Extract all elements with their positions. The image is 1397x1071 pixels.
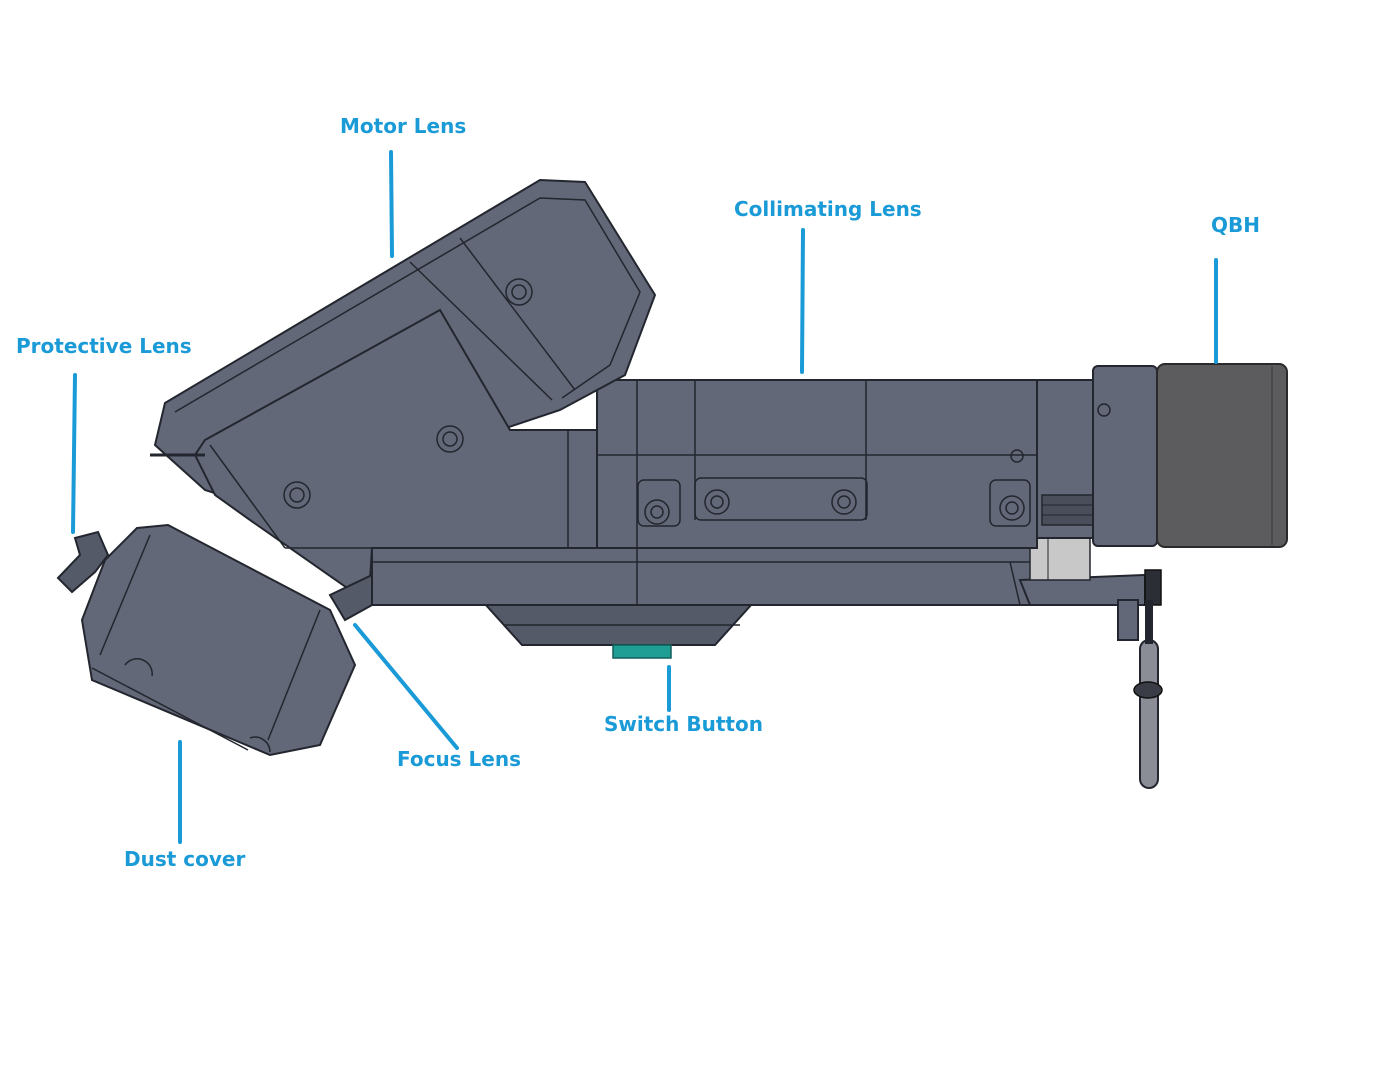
dust-cover-label: Dust cover xyxy=(124,847,246,871)
connector xyxy=(1029,537,1091,581)
protective-lens-knob xyxy=(56,530,110,594)
collimating-lens-label: Collimating Lens xyxy=(734,197,922,221)
protective-lens-label: Protective Lens xyxy=(16,334,192,358)
qbh-label: QBH xyxy=(1211,213,1260,237)
mid-body xyxy=(193,308,598,592)
focus-lens-label: Focus Lens xyxy=(397,747,522,771)
switch-button-label: Switch Button xyxy=(604,712,763,736)
focus-cone xyxy=(328,573,373,622)
switch-button-part xyxy=(612,644,672,659)
qbh-collar xyxy=(1092,365,1158,547)
motor-lens-label: Motor Lens xyxy=(340,114,467,138)
qbh-part xyxy=(1156,363,1288,548)
protective-lens-block xyxy=(80,523,357,757)
main-rail xyxy=(371,547,1038,606)
leader-lines xyxy=(71,150,1218,844)
screws xyxy=(283,278,1025,525)
